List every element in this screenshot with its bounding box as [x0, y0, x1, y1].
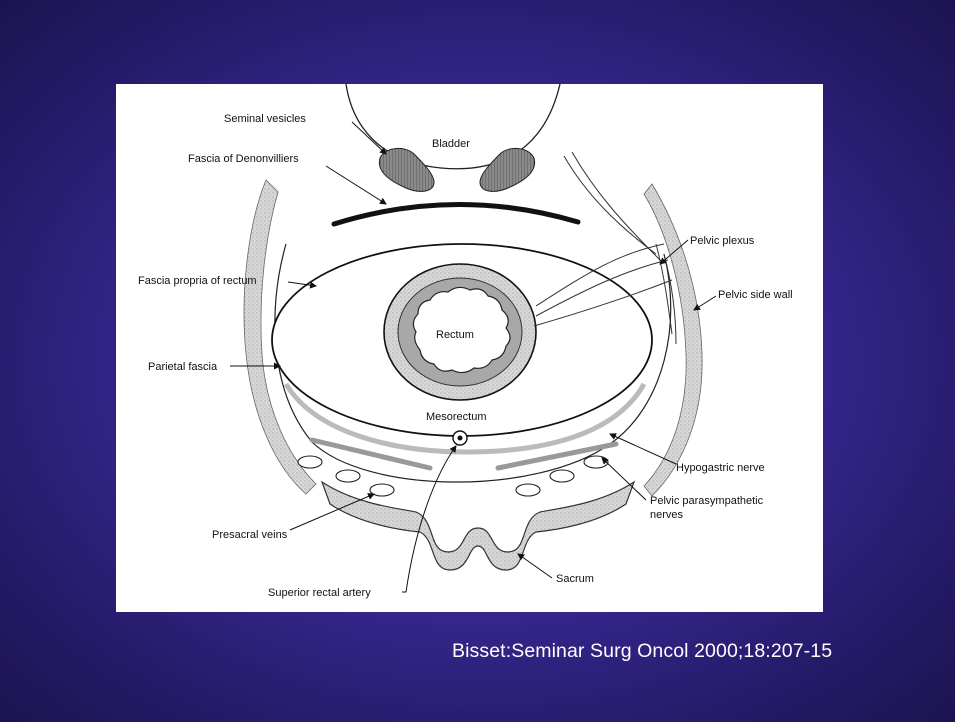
pelvic-parasympathetic-label-2: nerves [650, 509, 684, 521]
presacral-veins-label: Presacral veins [212, 529, 288, 541]
leader-sacrum [518, 554, 552, 578]
sacrum-label: Sacrum [556, 573, 594, 585]
pelvic-side-wall-label: Pelvic side wall [718, 289, 793, 301]
fascia-propria-label: Fascia propria of rectum [138, 275, 257, 287]
parietal-fascia-label: Parietal fascia [148, 361, 218, 373]
hypogastric-nerve-left [312, 440, 430, 468]
pelvic-plexus-label: Pelvic plexus [690, 235, 755, 247]
seminal-vesicles-label: Seminal vesicles [224, 113, 306, 125]
fascia-denonvilliers-label: Fascia of Denonvilliers [188, 153, 299, 165]
superior-rectal-artery-label: Superior rectal artery [268, 587, 371, 599]
pelvic-parasympathetic-label-1: Pelvic parasympathetic [650, 495, 764, 507]
leader-pelvic-side-wall [694, 296, 716, 310]
rectum-label: Rectum [436, 329, 474, 341]
hypogastric-nerve-label: Hypogastric nerve [676, 462, 765, 474]
pelvic-cross-section-diagram: Bladder Rectum Mesorectum [116, 84, 823, 612]
fascia-of-denonvilliers [334, 204, 578, 224]
anatomy-figure: Bladder Rectum Mesorectum [116, 84, 823, 612]
bladder-label: Bladder [432, 138, 470, 150]
leader-fascia-denonvilliers [326, 166, 386, 204]
presacral-veins-left [298, 456, 394, 496]
superior-rectal-artery-lumen [458, 436, 463, 441]
citation: Bisset:Seminar Surg Oncol 2000;18:207-15 [452, 640, 832, 663]
mesorectum-label: Mesorectum [426, 411, 487, 423]
leader-hypogastric-nerve [610, 434, 676, 464]
sacrum [322, 482, 634, 570]
